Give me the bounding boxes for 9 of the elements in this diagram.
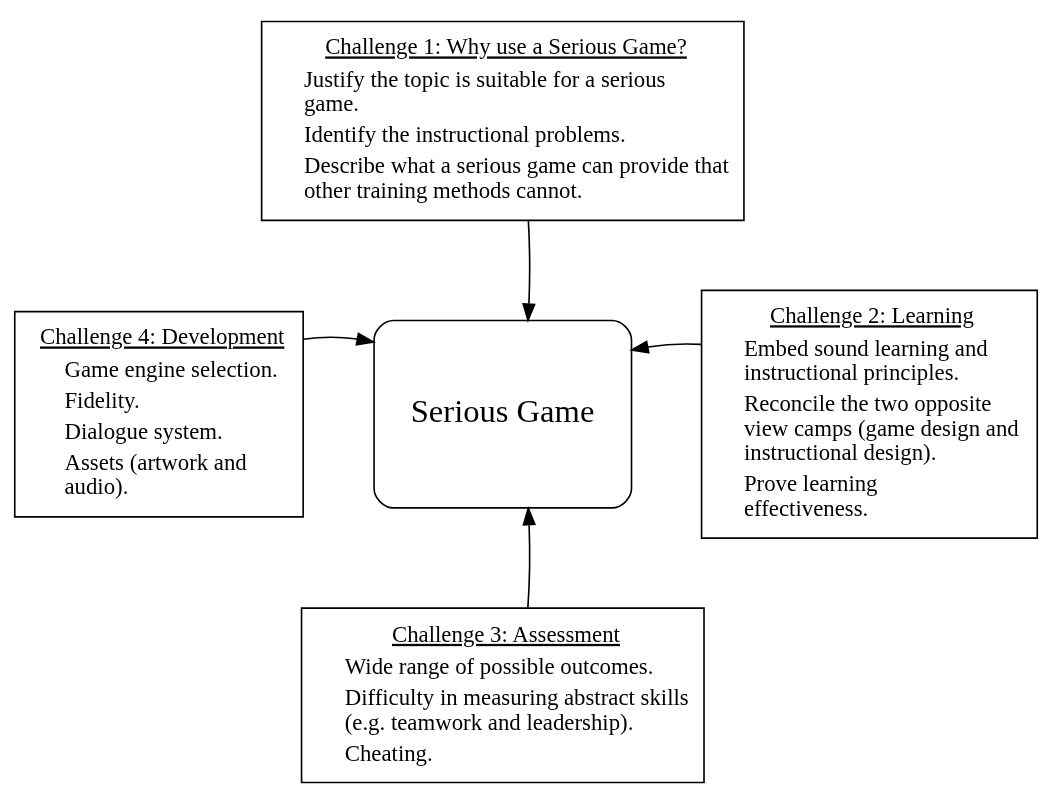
arrow xyxy=(522,219,536,323)
arrow xyxy=(302,331,376,346)
node-box: Challenge 1: Why use a Serious Game? Justify the topic is suitable for a serious game. Identify the instructional problems. Describe what a serious game can provide that other training methods cannot. xyxy=(260,20,745,221)
node-box: Challenge 4: Development Game engine selection. Fidelity. Dialogue system. Assets (artwork and audio). xyxy=(13,310,304,518)
node-box: Challenge 3: Assessment Wide range of possible outcomes. Difficulty in measuring abstract skills (e.g. teamwork and leadership). Cheating. xyxy=(300,606,705,783)
arrow xyxy=(629,339,703,354)
arrow xyxy=(522,505,536,608)
node-box: Challenge 2: Learning Embed sound learning and instructional principles. Reconcile the two opposite view camps (game design and instructional design). Prove learning effectiveness. xyxy=(700,289,1039,539)
node-box: Serious Game xyxy=(373,319,633,509)
